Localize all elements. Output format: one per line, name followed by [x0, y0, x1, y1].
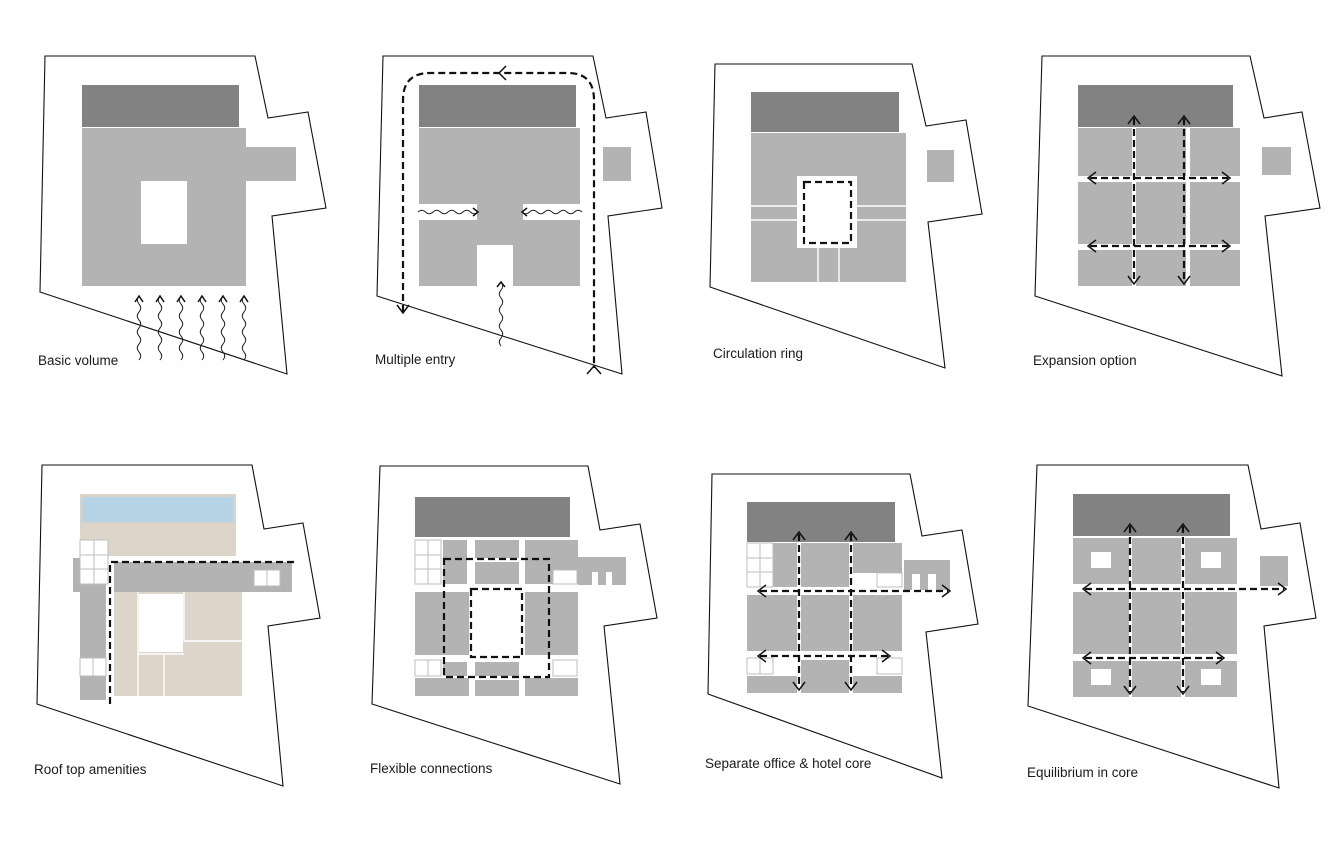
southwest-volume	[419, 220, 477, 286]
caption-basic-volume: Basic volume	[38, 353, 118, 368]
core-grid	[747, 543, 950, 693]
panel-flexible-connections: Flexible connections	[370, 465, 658, 785]
panel-multiple-entry: Multiple entry	[375, 55, 663, 375]
expansion-arrows	[1086, 114, 1232, 286]
caption-equilibrium-core: Equilibrium in core	[1027, 765, 1138, 780]
panel-equilibrium-core: Equilibrium in core	[1027, 464, 1317, 789]
rooftop-route	[108, 560, 294, 704]
side-wing	[927, 150, 954, 182]
caption-expansion-option: Expansion option	[1033, 353, 1137, 368]
courtyard	[141, 181, 187, 244]
core-voids	[1091, 552, 1221, 685]
caption-circulation-ring: Circulation ring	[713, 346, 803, 361]
outer-loop	[442, 557, 551, 679]
office-block	[751, 92, 899, 132]
entry-passage	[489, 245, 513, 286]
office-block	[747, 502, 895, 542]
panel-circulation-ring: Circulation ring	[709, 63, 983, 369]
office-block	[1073, 494, 1230, 536]
southeast-volume	[513, 220, 580, 286]
grid-cells	[414, 539, 578, 677]
panel-roof-top-amenities: Roof top amenities	[34, 464, 321, 787]
caption-multiple-entry: Multiple entry	[375, 352, 456, 367]
circulation-loop	[802, 180, 853, 245]
flexible-grid	[415, 540, 626, 696]
entry-waves	[417, 207, 583, 347]
caption-flexible-connections: Flexible connections	[370, 761, 493, 776]
grid-cells	[746, 542, 903, 675]
side-wing	[246, 147, 296, 181]
caption-separate-cores: Separate office & hotel core	[705, 756, 871, 771]
side-wing	[1262, 147, 1291, 175]
panel-separate-cores: Separate office & hotel core	[705, 473, 979, 779]
caption-roof-top-amenities: Roof top amenities	[34, 762, 147, 777]
panel-expansion-option: Expansion option	[1033, 55, 1321, 377]
office-block	[415, 497, 570, 537]
central-atrium	[797, 176, 857, 248]
equilibrium-arrows	[1081, 522, 1288, 696]
office-block	[1078, 85, 1233, 127]
grid-cells	[79, 539, 281, 677]
office-block	[82, 85, 239, 127]
expansion-grid	[1078, 128, 1240, 286]
core-arrows	[756, 530, 952, 692]
wind-arrows	[134, 294, 249, 361]
roof-void	[139, 594, 183, 652]
link-stub	[73, 558, 81, 592]
rooftop-pool	[80, 495, 235, 524]
office-block	[419, 85, 576, 127]
panel-basic-volume: Basic volume	[38, 55, 327, 375]
west-bar	[80, 584, 106, 700]
side-wing	[603, 147, 631, 181]
inner-loop	[469, 587, 524, 659]
